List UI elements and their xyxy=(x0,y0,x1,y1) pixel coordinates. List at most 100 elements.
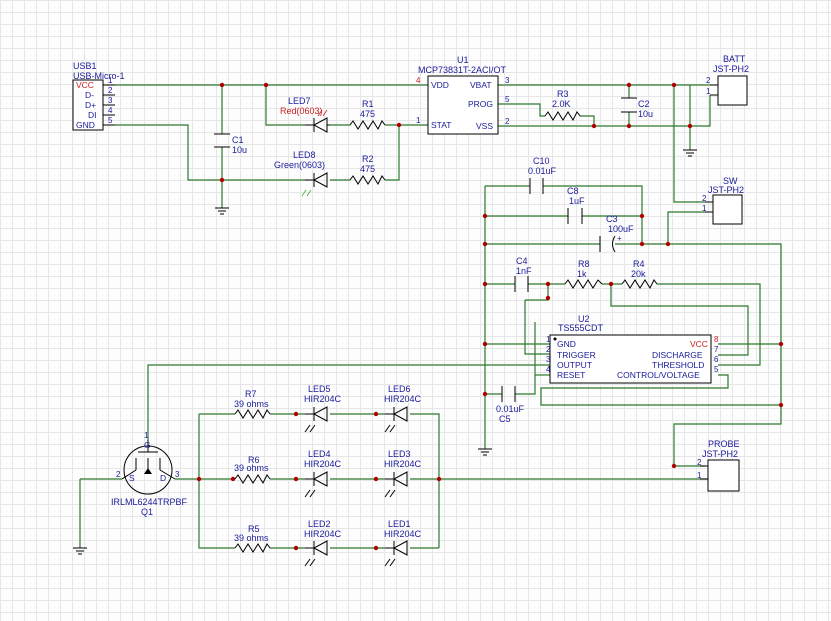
led8-ref: LED8 xyxy=(293,150,316,160)
u2-pin-gnd: GND xyxy=(557,339,576,349)
junction-dot xyxy=(687,123,693,129)
u2-pin-control: CONTROL/VOLTAGE xyxy=(617,370,700,380)
junction-dot xyxy=(373,411,379,417)
led-led1[interactable]: LED1 HIR204C xyxy=(384,519,422,567)
usb-pin-num: 4 xyxy=(108,106,113,115)
sw-pin-num: 1 xyxy=(702,204,707,213)
led-led4[interactable]: LED4 HIR204C xyxy=(304,449,342,498)
capacitor-c4[interactable]: C4 1nF xyxy=(514,256,532,292)
u1-pin-prog: PROG xyxy=(468,99,493,109)
usb-connector[interactable]: USB1 USB-Micro-1 VCC D- D+ DI GND 1 2 3 … xyxy=(72,61,125,131)
u1-pin-vbat: VBAT xyxy=(470,80,492,90)
junction-dot xyxy=(545,281,551,287)
junction-dot xyxy=(671,82,677,88)
junction-dot xyxy=(778,402,784,408)
led-led8[interactable]: LED8 Green(0603) xyxy=(274,150,328,197)
led5-ref: LED5 xyxy=(308,384,331,394)
c1-value: 10u xyxy=(232,145,247,155)
u2-pin-discharge: DISCHARGE xyxy=(652,350,703,360)
capacitor-c5[interactable]: 0.01uF C5 xyxy=(496,386,525,424)
junction-dot xyxy=(219,82,225,88)
junction-dot xyxy=(626,82,632,88)
wires xyxy=(79,84,782,549)
junction-dot xyxy=(671,463,677,469)
junction-dot xyxy=(639,241,645,247)
c3-plus: + xyxy=(617,234,622,243)
resistor-r1[interactable]: R1 475 xyxy=(349,99,386,131)
ic-u1-charger[interactable]: U1 MCP73831T-2ACI/OT VDD STAT VBAT PROG … xyxy=(416,55,510,135)
r8-ref: R8 xyxy=(578,259,590,269)
usb-pin-num: 1 xyxy=(108,76,113,85)
mosfet-q1[interactable]: 1 G S D 2 3 IRLML6244TRPBF Q1 xyxy=(111,431,188,517)
r6-value: 39 ohms xyxy=(234,463,269,473)
resistor-r5[interactable]: R5 39 ohms xyxy=(234,524,271,554)
capacitor-c2[interactable]: C2 10u xyxy=(621,97,653,119)
u2-pin-threshold: THRESHOLD xyxy=(652,360,704,370)
r8-value: 1k xyxy=(577,269,587,279)
resistor-r6[interactable]: R6 39 ohms xyxy=(234,455,271,485)
resistor-r8[interactable]: R8 1k xyxy=(564,259,603,289)
resistor-r2[interactable]: R2 475 xyxy=(349,154,386,186)
c8-ref: C8 xyxy=(567,186,579,196)
junction-dot xyxy=(608,281,614,287)
resistor-r3[interactable]: R3 2.0K xyxy=(544,89,581,122)
resistor-r7[interactable]: R7 39 ohms xyxy=(234,389,271,420)
led4-value: HIR204C xyxy=(304,459,342,469)
r2-ref: R2 xyxy=(362,154,374,164)
r4-value: 20k xyxy=(631,269,646,279)
u1-pin-vss: VSS xyxy=(476,121,493,131)
capacitor-c10[interactable]: C10 0.01uF xyxy=(528,156,557,194)
ic-u2-timer[interactable]: U2 TS555CDT GND TRIGGER OUTPUT RESET VCC… xyxy=(546,314,719,384)
u1-value: MCP73831T-2ACI/OT xyxy=(418,65,507,75)
connector-sw[interactable]: SW JST-PH2 2 1 xyxy=(702,176,744,225)
led-led2[interactable]: LED2 HIR204C xyxy=(304,519,342,567)
led5-value: HIR204C xyxy=(304,394,342,404)
u1-pin-num: 3 xyxy=(505,76,510,85)
r3-value: 2.0K xyxy=(552,99,571,109)
q1-pin-num: 1 xyxy=(144,431,149,440)
usb-pin-gnd: GND xyxy=(76,120,95,130)
resistor-r4[interactable]: R4 20k xyxy=(621,259,658,290)
junction-dot xyxy=(482,391,488,397)
c4-value: 1nF xyxy=(516,266,532,276)
ground-symbol xyxy=(215,207,229,215)
junction-dot xyxy=(436,476,442,482)
led-led5[interactable]: LED5 HIR204C xyxy=(304,384,342,433)
junction-dot xyxy=(196,476,202,482)
usb-pin-num: 5 xyxy=(108,116,113,125)
q1-gate-label: G xyxy=(144,440,151,450)
r1-value: 475 xyxy=(360,109,375,119)
led3-value: HIR204C xyxy=(384,459,422,469)
capacitor-c1[interactable]: C1 10u xyxy=(214,133,247,155)
u2-pin-num: 1 xyxy=(546,335,551,344)
led-led7[interactable]: LED7 Red(0603) xyxy=(280,96,330,133)
usb-pin-num: 3 xyxy=(108,96,113,105)
u1-pin-num: 1 xyxy=(416,116,421,125)
junction-dot xyxy=(373,545,379,551)
u2-pin-num: 5 xyxy=(714,365,719,374)
junction-dot xyxy=(263,82,269,88)
u2-ref: U2 xyxy=(578,314,590,324)
led6-value: HIR204C xyxy=(384,394,422,404)
junction-dot xyxy=(230,476,236,482)
junction-dot xyxy=(626,123,632,129)
probe-pin-num: 2 xyxy=(697,458,702,467)
junction-dot xyxy=(293,545,299,551)
led1-value: HIR204C xyxy=(384,529,422,539)
u2-value: TS555CDT xyxy=(558,323,604,333)
ground-symbol xyxy=(478,448,492,456)
usb-pin-dplus: D+ xyxy=(85,100,96,110)
connector-probe[interactable]: PROBE JST-PH2 2 1 xyxy=(697,439,740,492)
c10-ref: C10 xyxy=(533,156,550,166)
q1-pin-num: 2 xyxy=(116,470,121,479)
led-led6[interactable]: LED6 HIR204C xyxy=(384,384,422,433)
junction-dot xyxy=(482,341,488,347)
capacitor-c3[interactable]: C3 100uF + xyxy=(599,214,634,253)
connector-batt[interactable]: BATT JST-PH2 2 1 xyxy=(706,54,749,106)
c3-ref: C3 xyxy=(606,214,618,224)
junction-dot xyxy=(482,281,488,287)
led-led3[interactable]: LED3 HIR204C xyxy=(384,449,422,498)
capacitor-c8[interactable]: C8 1uF xyxy=(567,186,585,224)
